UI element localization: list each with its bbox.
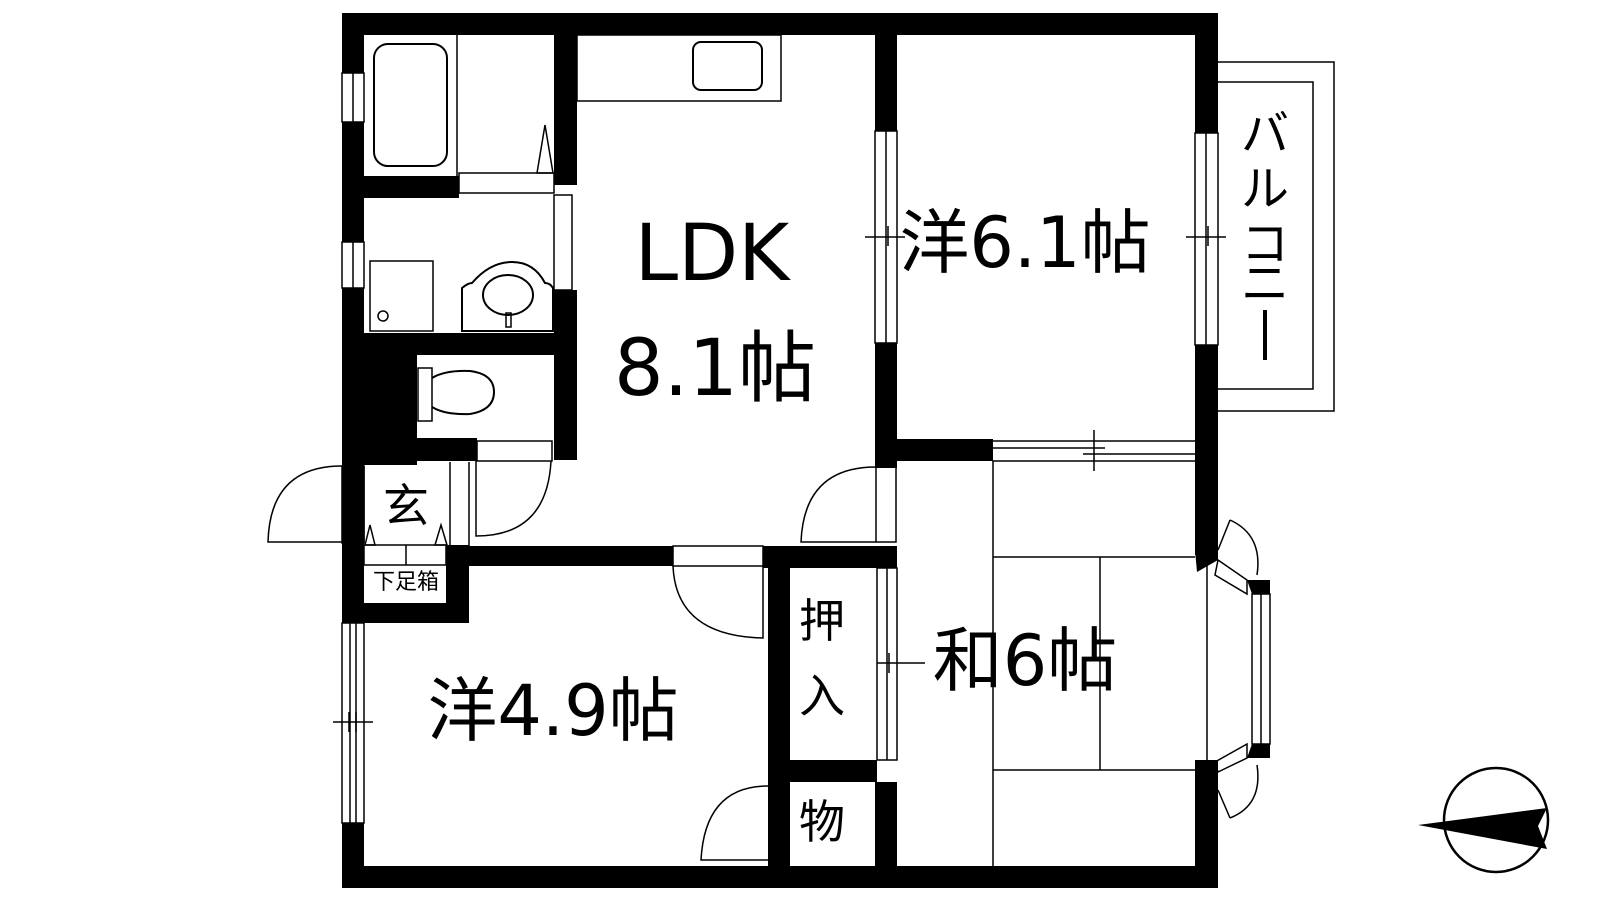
entrance: [267, 455, 552, 623]
shoe-box-label: 下足箱: [373, 570, 439, 595]
bay-window: [1195, 519, 1271, 819]
compass-icon: [1418, 766, 1550, 874]
western-room-large-label: 洋6.1帖: [899, 202, 1150, 284]
balcony: [1218, 61, 1335, 412]
ldk-area: 8.1帖: [614, 324, 816, 414]
storage-label: 物: [799, 795, 845, 849]
outer-walls: [342, 13, 1218, 888]
japanese-room-label: 和6帖: [933, 620, 1118, 702]
entrance-label: 玄: [383, 479, 429, 533]
interior-walls: [469, 34, 1226, 888]
western-room-small-label: 洋4.9帖: [427, 670, 678, 752]
closet-label-1: 押: [799, 594, 845, 648]
svg-text:バ: バ: [1241, 106, 1289, 162]
ldk-name: LDK: [635, 209, 792, 299]
svg-text:コ: コ: [1241, 216, 1289, 272]
balcony-label: バ ル コ ニ: [1241, 106, 1289, 360]
bathroom: [364, 35, 577, 198]
svg-text:ニ: ニ: [1241, 256, 1289, 312]
toilet: [364, 355, 553, 465]
svg-text:ル: ル: [1241, 161, 1289, 217]
washroom: [364, 194, 577, 460]
closet-label-2: 入: [799, 669, 845, 723]
